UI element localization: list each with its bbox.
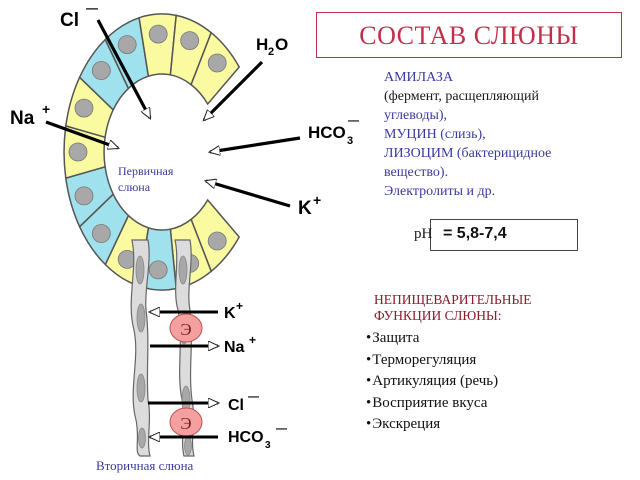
svg-text:K: K bbox=[298, 198, 312, 219]
acinus-arrows bbox=[45, 19, 301, 208]
svg-text:Na: Na bbox=[224, 339, 245, 356]
arrow-hco3-in bbox=[210, 136, 301, 152]
duct-cell-lower: Э bbox=[169, 407, 203, 437]
duct-cell-upper: Э bbox=[169, 313, 203, 343]
ph-box: pH = 5,8-7,4 bbox=[414, 219, 578, 251]
svg-text:3: 3 bbox=[347, 135, 353, 147]
function-item: Артикуляция (речь) bbox=[366, 371, 626, 393]
cell-nucleus bbox=[207, 231, 227, 251]
ion-label-hco3-duct: HCO 3 — bbox=[228, 423, 287, 451]
svg-text:—: — bbox=[248, 391, 259, 403]
svg-text:HCO: HCO bbox=[308, 123, 346, 142]
functions-heading-line1: НЕПИЩЕВАРИТЕЛЬНЫЕ bbox=[374, 292, 532, 307]
function-item: Защита bbox=[366, 328, 626, 350]
svg-text:—: — bbox=[276, 423, 287, 435]
ion-label-h2o: H 2 O bbox=[256, 35, 288, 58]
arrow-cl-in bbox=[96, 19, 152, 118]
svg-text:+: + bbox=[236, 299, 243, 313]
ion-label-hco3-right: HCO 3 — bbox=[308, 115, 359, 147]
primary-saliva-label-line2: слюна bbox=[118, 180, 151, 194]
duct-cell-lower-label: Э bbox=[180, 414, 191, 433]
mucin-label: МУЦИН (слизь), bbox=[384, 127, 486, 142]
amylase-description-1: (фермент, расщепляющий bbox=[384, 89, 539, 104]
arrow-na-in bbox=[45, 120, 118, 148]
ph-label: pH bbox=[414, 226, 433, 242]
svg-text:HCO: HCO bbox=[228, 429, 264, 446]
ion-label-k-duct: K + bbox=[224, 299, 243, 322]
lysozyme-label: ЛИЗОЦИМ (бактерицидное bbox=[384, 146, 552, 161]
duct-wall-left bbox=[130, 239, 151, 457]
cell-nucleus bbox=[148, 24, 168, 44]
ion-label-k-right: K + bbox=[298, 192, 321, 219]
svg-text:Cl: Cl bbox=[60, 10, 79, 31]
cell-nucleus bbox=[68, 142, 88, 162]
svg-text:O: O bbox=[275, 35, 288, 54]
electrolytes-label: Электролиты и др. bbox=[384, 184, 496, 199]
cell-nucleus bbox=[74, 186, 94, 206]
function-item: Терморегуляция bbox=[366, 350, 626, 372]
svg-text:2: 2 bbox=[268, 46, 274, 58]
ph-value: = 5,8-7,4 bbox=[443, 225, 507, 242]
page-title: СОСТАВ СЛЮНЫ bbox=[359, 21, 579, 50]
cell-nucleus bbox=[180, 31, 200, 50]
function-item: Экскреция bbox=[366, 414, 626, 436]
cell-nucleus bbox=[91, 224, 111, 243]
cell-nucleus bbox=[91, 61, 111, 80]
ion-label-cl-top: Cl — bbox=[60, 1, 98, 31]
cell-nucleus bbox=[207, 53, 227, 73]
amylase-description-2: углеводы), bbox=[384, 108, 448, 123]
svg-text:H: H bbox=[256, 35, 268, 54]
primary-saliva-label-line1: Первичная bbox=[118, 164, 174, 178]
cell-nucleus bbox=[117, 35, 137, 54]
title-box: СОСТАВ СЛЮНЫ bbox=[316, 12, 622, 58]
svg-text:K: K bbox=[224, 305, 236, 322]
cell-nucleus bbox=[74, 98, 94, 118]
svg-text:+: + bbox=[249, 333, 256, 347]
arrow-k-in bbox=[206, 181, 291, 208]
svg-text:+: + bbox=[313, 192, 321, 208]
svg-text:3: 3 bbox=[265, 440, 271, 451]
secondary-saliva-label: Вторичная слюна bbox=[96, 458, 194, 473]
amylase-label: АМИЛАЗА bbox=[384, 70, 454, 85]
svg-text:Na: Na bbox=[10, 108, 35, 129]
non-digestive-functions: НЕПИЩЕВАРИТЕЛЬНЫЕ ФУНКЦИИ СЛЮНЫ: Защита … bbox=[366, 292, 626, 436]
ion-label-cl-duct: Cl — bbox=[228, 391, 259, 414]
lysozyme-description: вещество). bbox=[384, 165, 449, 180]
arrow-h2o-in bbox=[204, 60, 264, 120]
duct-cell-upper-label: Э bbox=[180, 320, 191, 339]
svg-text:—: — bbox=[348, 115, 359, 127]
ion-label-na-left: Na + bbox=[10, 101, 50, 129]
svg-text:—: — bbox=[86, 1, 98, 15]
svg-text:+: + bbox=[42, 101, 50, 117]
svg-text:Cl: Cl bbox=[228, 397, 244, 414]
functions-heading-line2: ФУНКЦИИ СЛЮНЫ: bbox=[374, 308, 502, 323]
functions-list: Защита Терморегуляция Артикуляция (речь)… bbox=[366, 328, 626, 436]
duct-arrows bbox=[148, 312, 218, 437]
cell-nucleus bbox=[148, 260, 168, 280]
ion-label-na-duct: Na + bbox=[224, 333, 256, 356]
function-item: Восприятие вкуса bbox=[366, 393, 626, 415]
saliva-composition: АМИЛАЗА (фермент, расщепляющий углеводы)… bbox=[384, 68, 624, 201]
